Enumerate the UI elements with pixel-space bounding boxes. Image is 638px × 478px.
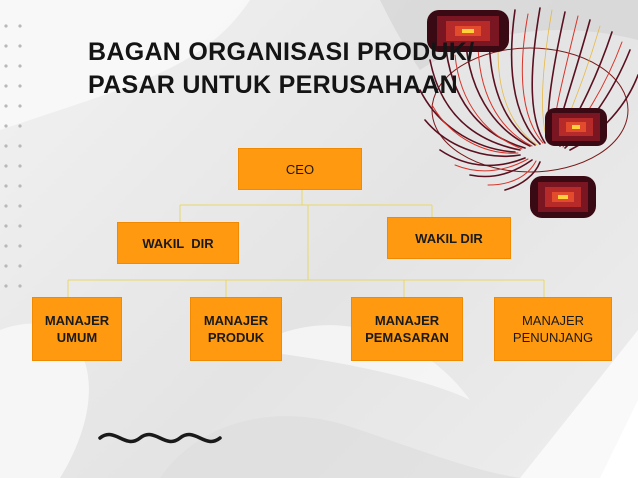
manager-umum-line1: MANAJER: [44, 313, 110, 328]
title-line-1: BAGAN ORGANISASI PRODUK/: [88, 38, 475, 66]
wakil-dir-right-box: WAKIL DIR: [387, 217, 511, 259]
manager-box-pemasaran: MANAJER PEMASARAN: [351, 297, 463, 361]
square-ornament-top: [427, 10, 509, 52]
manager-box-umum: MANAJER UMUM: [32, 297, 122, 361]
square-ornament-small: [530, 176, 596, 218]
ceo-box: CEO: [238, 148, 362, 190]
wakil-dir-left-label: WAKIL DIR: [142, 235, 214, 251]
manager-penunjang-line2: PENUNJANG: [512, 330, 594, 345]
slide-title: BAGAN ORGANISASI PRODUK/ PASAR UNTUK PER…: [88, 36, 568, 102]
wakil-dir-right-label: WAKIL DIR: [415, 230, 483, 246]
manager-penunjang-line1: MANAJER: [521, 313, 585, 328]
manager-produk-line1: MANAJER: [203, 313, 269, 328]
dot-grid: [4, 24, 22, 288]
square-ornament-right: [545, 108, 607, 146]
wakil-dir-left-box: WAKIL DIR: [117, 222, 239, 264]
squiggle-ornament: [98, 432, 222, 444]
manager-umum-line2: UMUM: [56, 330, 98, 345]
manager-produk-line2: PRODUK: [207, 330, 265, 345]
manager-pemasaran-line2: PEMASARAN: [365, 330, 449, 345]
ceo-label: CEO: [285, 161, 315, 177]
title-line-2: PASAR UNTUK PERUSAHAAN: [88, 71, 459, 99]
manager-box-penunjang: MANAJER PENUNJANG: [494, 297, 612, 361]
manager-pemasaran-line1: MANAJER: [374, 313, 440, 328]
manager-box-produk: MANAJER PRODUK: [190, 297, 282, 361]
